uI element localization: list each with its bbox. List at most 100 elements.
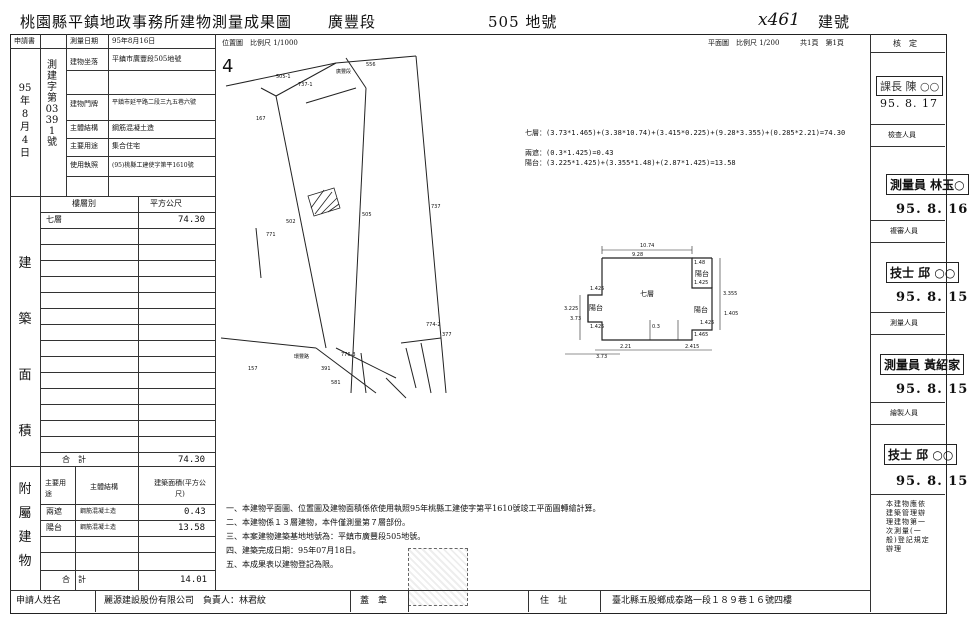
balcony-label-1: 陽台: [695, 269, 709, 278]
apply-date-vertical: 95年8月4日: [18, 83, 32, 159]
dim-1: 1.48: [694, 260, 705, 266]
lot-label-737: 737: [431, 204, 441, 210]
dim-11: 1.425: [590, 324, 604, 330]
doorplate-value: 平鎮市延平路二段三九五巷六號: [112, 99, 197, 106]
surveyor-stamp: 測量員 黃紹家: [880, 354, 965, 375]
dim-8: 3.73: [570, 316, 581, 322]
dim-4: 1.465: [694, 332, 708, 338]
balcony-label-2: 陽台: [694, 305, 708, 314]
location-map-scale: 位置圖 比例尺 1/1000: [222, 39, 298, 47]
lot-label-737-1: 737-1: [298, 82, 313, 88]
dim-3: 3.355: [723, 291, 737, 297]
checker-date: 95. 8. 16: [896, 202, 969, 217]
dim-9: 1.425: [590, 286, 604, 292]
dim-13: 0.3: [652, 324, 660, 330]
survey-date-label: 測量日期: [70, 37, 98, 45]
lot-number: 505 地號: [488, 13, 558, 31]
attached-usage-header: 主要用途: [45, 479, 66, 498]
plan-scale: 平面圖 比例尺 1/200: [708, 39, 780, 47]
sqm-column-header: 平方公尺: [150, 199, 182, 208]
lot-label-167: 167: [256, 116, 266, 122]
applicant-label: 申請書: [14, 37, 35, 45]
dim-5: 2.21: [620, 344, 631, 350]
area-total-label: 合 計: [62, 455, 86, 464]
lot-label-771: 771: [266, 232, 276, 238]
dim-top2: 9.28: [632, 252, 643, 258]
lot-label-377: 377: [442, 332, 452, 338]
address-label: 住 址: [540, 596, 568, 606]
seal-stamp: [408, 548, 468, 606]
approval-label: 核 定: [893, 39, 917, 48]
formula-rain-shelter: 兩遮：(0.3*1.425)=0.43: [525, 149, 614, 157]
seal-label: 蓋 章: [360, 596, 388, 606]
attached-total-label: 合 計: [62, 575, 86, 584]
drafter-stamp: 技士 邱 ○○: [884, 444, 958, 465]
applicant-name-label: 申請人姓名: [16, 596, 62, 606]
note-4: 四、建築完成日期：95年07月18日。: [226, 546, 361, 555]
usage-label: 主要用途: [70, 142, 98, 150]
attached-row-2-structure: 鋼筋混凝土造: [80, 524, 117, 531]
section-name: 廣豐段: [328, 13, 377, 31]
floor-plan: 10.74 9.28 1.48 1.425 3.355 1.465 2.21 2…: [564, 243, 738, 360]
reviewer-date: 95. 8. 15: [896, 290, 969, 305]
reviewer-label: 複審人員: [890, 227, 918, 235]
floor-column-header: 樓層別: [72, 199, 96, 208]
note-3: 三、本案建物建築基地地號為：平鎮市廣豐段505地號。: [226, 532, 426, 541]
drafter-label: 繪製人員: [890, 409, 918, 417]
doorplate-label: 建物門牌: [70, 100, 98, 108]
outer-frame: [10, 34, 947, 614]
lot-side-label: 廣豐段: [336, 68, 351, 75]
usage-value: 集合住宅: [112, 142, 140, 150]
attached-total-value: 14.01: [180, 575, 208, 585]
area-total-value: 74.30: [178, 455, 206, 465]
attached-row-1-usage: 兩遮: [46, 507, 62, 516]
lot-label-157: 157: [248, 366, 258, 372]
floor-plan-label: 七層: [640, 289, 654, 298]
permit-vertical: 測建字第03391號: [45, 60, 59, 148]
balcony-label-3: 陽台: [589, 303, 603, 312]
note-5: 五、本成果表以建物登記為限。: [226, 560, 338, 569]
dim-7: 3.73: [596, 354, 607, 360]
lot-label-391: 391: [321, 366, 331, 372]
reviewer-stamp: 技士 邱 ○○: [886, 262, 960, 283]
road-label: 環豐路: [294, 353, 309, 360]
lot-label-505: 505: [362, 212, 372, 218]
lot-label-774-2: 774-2: [426, 322, 441, 328]
dim-6: 2.415: [685, 344, 699, 350]
attached-area-header: 建築面積(平方公尺): [154, 479, 206, 498]
building-number-label: 建號: [818, 13, 851, 31]
dim-2: 1.425: [694, 280, 708, 286]
dim-12: 1.405: [724, 311, 738, 317]
license-label: 使用執照: [70, 161, 98, 169]
attached-buildings-vertical: 附屬建物: [18, 482, 32, 569]
attached-row-1-area: 0.43: [184, 507, 206, 517]
location-map: 505 556 502 167 737-1 737 771 774-2 377 …: [220, 55, 452, 399]
note-2: 二、本建物係１３層建物，本件僅測量第７層部份。: [226, 518, 410, 527]
location-value: 平鎮市廣豐段505地號: [112, 55, 182, 63]
attached-structure-header: 主體結構: [90, 483, 118, 491]
surveyor-date: 95. 8. 15: [896, 382, 969, 397]
dim-14: 1.425: [700, 320, 714, 326]
side-vertical-note: 本建物應依建築管理辦理建物第一次測量(一般)登記規定辦理: [886, 500, 930, 553]
lot-label-505-1: 505-1: [276, 74, 291, 80]
handwritten-building-number: x461: [758, 10, 801, 30]
attached-row-1-structure: 鋼筋混凝土造: [80, 508, 117, 515]
formula-floor7: 七層：(3.73*1.465)+(3.38*10.74)+(3.415*0.22…: [525, 129, 846, 137]
formula-balcony: 陽台：(3.225*1.425)+(3.355*1.48)+(2.87*1.42…: [525, 159, 736, 167]
building-area-vertical: 建築面積: [18, 256, 32, 439]
note-1: 一、本建物平面圖、位置圖及建物面積係依使用執照95年桃縣工建使字第平1610號竣…: [226, 504, 601, 513]
license-value: (95)桃縣工建使字第平1610號: [112, 162, 194, 169]
approval-date: 95. 8. 17: [880, 97, 938, 110]
floor-row-area: 74.30: [178, 215, 206, 225]
lot-label-502: 502: [286, 219, 296, 225]
drafter-date: 95. 8. 15: [896, 474, 969, 489]
lot-label-581: 581: [331, 380, 341, 386]
survey-date-value: 95年8月16日: [112, 37, 156, 45]
checker-label: 檢查人員: [888, 131, 916, 139]
applicant-name-value: 麗源建設股份有限公司 負責人：林君紋: [104, 596, 267, 606]
address-value: 臺北縣五股鄉成泰路一段１８９巷１６號四樓: [612, 596, 793, 606]
dim-10: 3.225: [564, 306, 578, 312]
structure-value: 鋼筋混凝土造: [112, 124, 154, 132]
surveyor-label: 測量人員: [890, 319, 918, 327]
dim-top: 10.74: [640, 243, 654, 249]
